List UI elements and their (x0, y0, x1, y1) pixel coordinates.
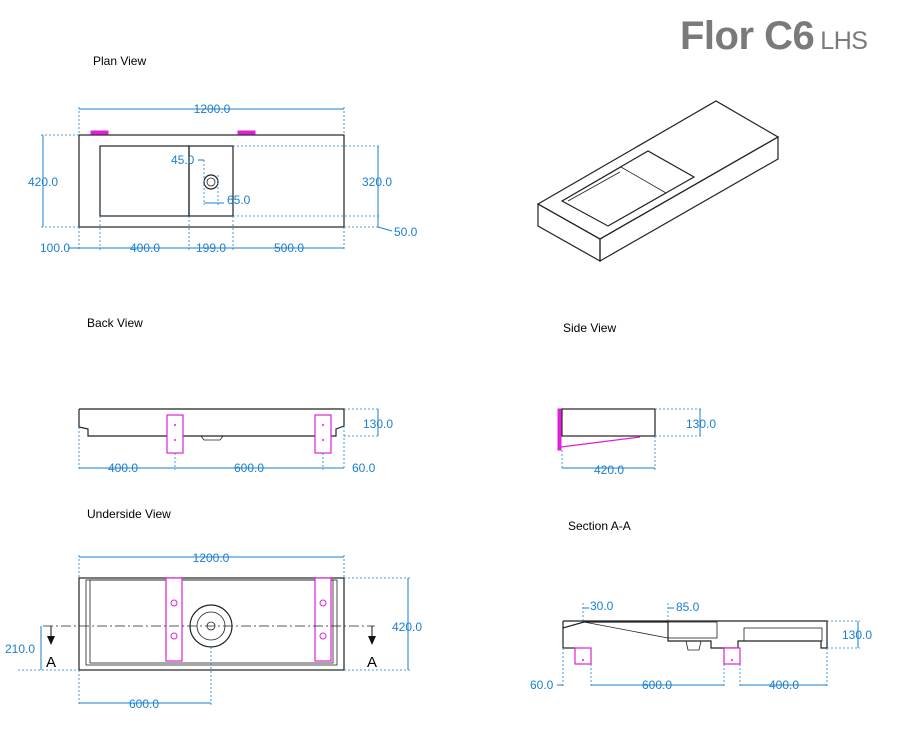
side-height-dim: 130.0 (686, 417, 716, 431)
side-view-label: Side View (563, 321, 617, 335)
underside-depth-dim: 420.0 (392, 620, 422, 634)
back-bracket-right (314, 414, 332, 454)
section-bracket-right (723, 647, 741, 665)
plan-view: 1200.0 420.0 320.0 50.0 100.0 400.0 199.… (28, 102, 418, 255)
plan-waste (203, 174, 219, 190)
back-between-dim: 600.0 (234, 461, 264, 475)
back-height-dim: 130.0 (363, 417, 393, 431)
section-slope-dim: 30.0 (590, 599, 614, 613)
back-left-dim: 400.0 (108, 461, 138, 475)
plan-waste-inner (206, 177, 216, 187)
section-view-label: Section A-A (568, 519, 631, 533)
plan-view-label: Plan View (93, 54, 147, 68)
plan-left-dim: 100.0 (40, 241, 70, 255)
back-right-dim: 60.0 (352, 461, 376, 475)
plan-width-dim: 1200.0 (194, 102, 231, 116)
plan-waste-dia-dim: 65.0 (227, 193, 251, 207)
plan-tap-dim: 199.0 (196, 241, 226, 255)
underside-view: A A 1200.0 420.0 210.0 600.0 (5, 551, 422, 711)
plan-outline (78, 134, 345, 228)
section-marker-left: A (46, 654, 56, 671)
underside-waste-dim: 600.0 (129, 697, 159, 711)
section-waste-dim: 85.0 (676, 600, 700, 614)
section-view: 30.0 85.0 130.0 60.0 600.0 400.0 (530, 599, 872, 692)
section-left-dim: 60.0 (530, 678, 554, 692)
plan-right-dim: 500.0 (274, 241, 304, 255)
plan-waste-offset-dim: 45.0 (171, 153, 195, 167)
plan-bowl-dim: 400.0 (130, 241, 160, 255)
section-between-dim: 600.0 (642, 678, 672, 692)
back-view: 130.0 400.0 600.0 60.0 (78, 408, 393, 475)
plan-bracket-right (237, 130, 256, 135)
product-hand: LHS (820, 27, 868, 55)
plan-depth-dim: 420.0 (28, 175, 58, 189)
section-marker-right: A (367, 654, 377, 671)
side-depth-dim: 420.0 (594, 463, 624, 477)
product-model: Flor C6 (680, 14, 815, 58)
section-height-dim: 130.0 (842, 628, 872, 642)
back-bracket-left (166, 414, 184, 454)
plan-bowl-depth-dim: 320.0 (362, 175, 392, 189)
plan-tap-area (188, 145, 234, 217)
underside-width-dim: 1200.0 (193, 551, 230, 565)
underside-centre-dim: 210.0 (5, 642, 35, 656)
side-bracket (557, 408, 562, 451)
underside-bracket-left (165, 577, 183, 662)
plan-bracket-left (90, 130, 109, 135)
plan-back-gap-dim: 50.0 (394, 225, 418, 239)
back-view-label: Back View (87, 316, 143, 330)
underside-bracket-right (314, 577, 332, 662)
side-view: 130.0 420.0 (557, 408, 716, 477)
section-right-dim: 400.0 (769, 678, 799, 692)
section-bracket-left (574, 647, 592, 665)
underside-view-label: Underside View (87, 507, 171, 521)
isometric-view (536, 100, 780, 263)
